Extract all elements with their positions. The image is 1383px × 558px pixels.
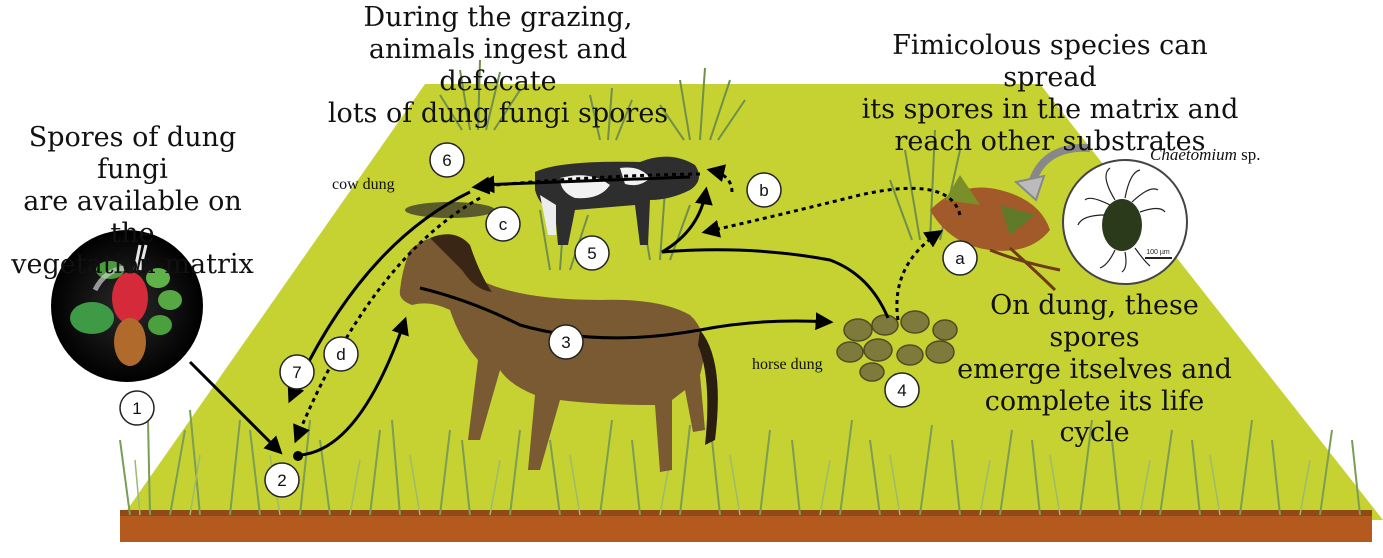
step-3-label: 3 [561, 333, 570, 352]
horse-dung-pile [836, 310, 958, 382]
species-name: Chaetomium sp. [1150, 145, 1261, 165]
step-2-label: 2 [277, 471, 286, 490]
arrow-b-from-matrix [701, 186, 962, 238]
spores-on-vegetation-circle [51, 230, 203, 382]
step-7-label: 7 [292, 363, 301, 382]
step-7-circle [279, 354, 315, 390]
soil-strip [120, 512, 1372, 542]
species-suffix: sp. [1236, 145, 1261, 164]
foreground-grass [119, 409, 1361, 516]
step-4-label: 4 [897, 381, 906, 400]
step-6-circle [429, 142, 465, 178]
grazing-caption: During the grazing, animals ingest and d… [327, 2, 669, 129]
step-c-label: c [499, 215, 508, 234]
step-5-label: 5 [587, 244, 596, 263]
chaetomium-perithecium-circle: 100 µm [1062, 159, 1188, 285]
step-markers [119, 142, 978, 498]
arrow-2-to-horse [299, 316, 409, 457]
step-3-circle [548, 324, 584, 360]
vegetation-matrix [120, 84, 1383, 520]
arrow-b-to-cow [706, 164, 734, 193]
arrow-a [895, 230, 944, 321]
step-d-circle [323, 336, 359, 372]
step-5-circle [574, 235, 610, 271]
fimicolous-caption: Fimicolous species can spread its spores… [861, 30, 1239, 157]
step-2-circle [264, 462, 300, 498]
arrow-c [471, 172, 701, 195]
arrow-d [293, 196, 481, 444]
leaf-litter [930, 175, 1061, 292]
step-1-circle [119, 390, 155, 426]
horse-illustration [399, 234, 718, 472]
cow-dung-pile [405, 202, 495, 218]
on-dung-caption: On dung, these spores emerge itselves an… [957, 290, 1232, 449]
scale-bar-label: 100 µm [1146, 249, 1170, 256]
arrow-3 [419, 286, 834, 340]
arrow-4-to-cow [661, 186, 890, 319]
arrow-6 [476, 175, 691, 194]
step-c-circle [485, 206, 521, 242]
species-genus: Chaetomium [1150, 145, 1237, 164]
step-1-label: 1 [132, 399, 141, 418]
step-6-label: 6 [442, 151, 451, 170]
step-b-label: b [759, 181, 768, 200]
arrow-1 [188, 360, 283, 455]
step-d-label: d [336, 345, 345, 364]
step-b-circle [746, 172, 782, 208]
step-a-circle [942, 240, 978, 276]
step-a-label: a [955, 249, 965, 268]
step-4-circle [884, 372, 920, 408]
horse-dung-label: horse dung [752, 356, 823, 373]
spores-available-caption: Spores of dung fungi are available on th… [11, 122, 254, 281]
cow-dung-label: cow dung [332, 176, 395, 193]
